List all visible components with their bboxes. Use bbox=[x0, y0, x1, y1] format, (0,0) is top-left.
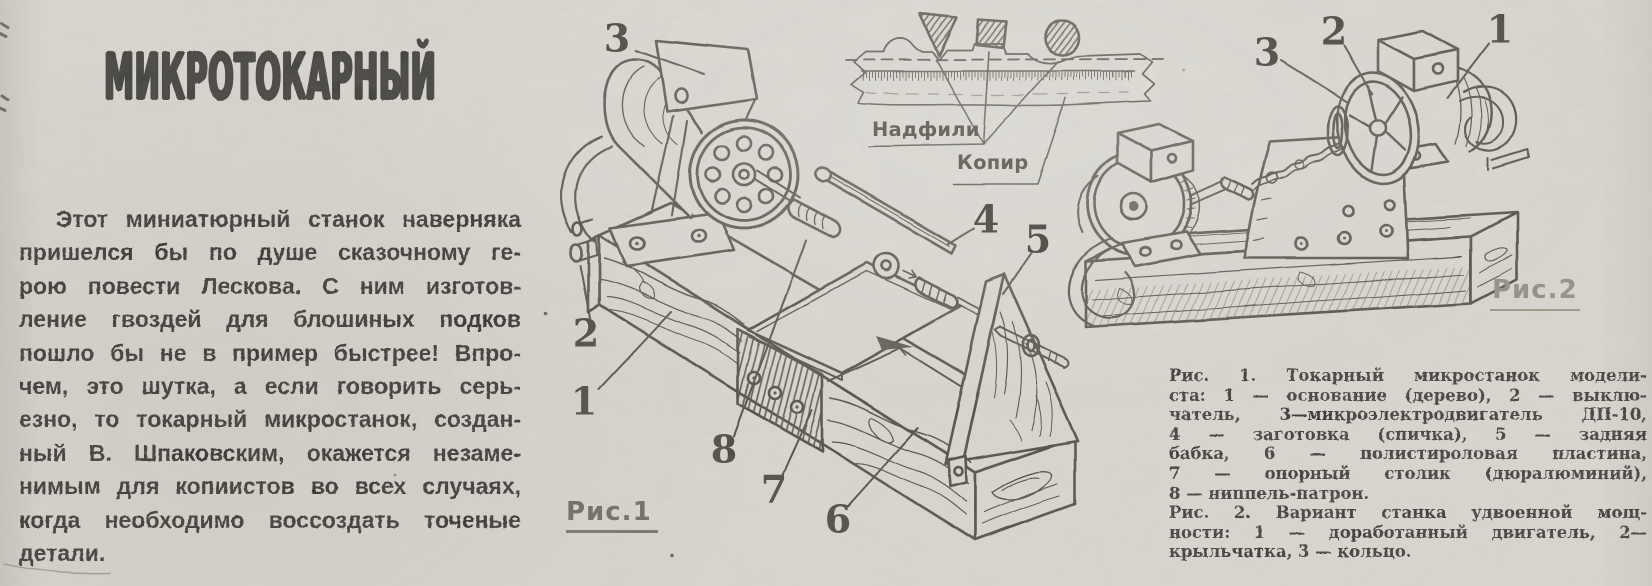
fig1-callout-1: 1 bbox=[570, 378, 598, 424]
fig2-callout-2: 2 bbox=[1320, 8, 1348, 54]
caption-line: ности: 1 — доработанный двигатель, 2— bbox=[1169, 522, 1647, 542]
caption-line: Рис. 2. Вариант станка удвоенной мощ- bbox=[1169, 503, 1647, 523]
fig2-label: Рис.2 bbox=[1490, 275, 1580, 311]
caption-line: 4 — заготовка (спичка), 5 — задняя bbox=[1169, 424, 1647, 444]
fig1-callout-5: 5 bbox=[1024, 216, 1052, 262]
fig2-drawing bbox=[1067, 29, 1530, 329]
fig1-callout-6: 6 bbox=[824, 496, 852, 542]
fig1-callout-2: 2 bbox=[572, 310, 600, 356]
caption-line: чатель, 3—микроэлектродвигатель ДП-10, bbox=[1169, 405, 1647, 425]
body-line: пришелся бы по душе сказочному ге- bbox=[19, 239, 521, 266]
article-title: МИКРОТОКАРНЫЙ bbox=[104, 41, 437, 115]
body-line: нимым для копиистов во всех случаях, bbox=[19, 473, 521, 500]
caption-line: 7 — опорный столик (дюралюминий), bbox=[1169, 463, 1647, 483]
body-line: рою повести Лескова. С ним изготов- bbox=[19, 272, 521, 299]
inset-label-files: Надфили bbox=[872, 118, 980, 141]
article-body: Этот миниатюрный станок наверняка пришел… bbox=[19, 203, 521, 570]
body-line: детали. bbox=[19, 539, 106, 566]
body-line: когда необходимо воссоздать точеные bbox=[19, 506, 521, 533]
body-line: езно, то токарный микростанок, создан- bbox=[19, 406, 521, 433]
body-line: чем, это шутка, а если говорить серь- bbox=[19, 372, 521, 399]
caption-line: крыльчатка, 3 — кольцо. bbox=[1169, 542, 1412, 562]
caption-line: ста: 1 — основание (дерево), 2 — выклю- bbox=[1169, 385, 1647, 405]
fig1-callout-8: 8 bbox=[710, 426, 738, 472]
inset-label-copier: Копир bbox=[957, 151, 1029, 174]
body-line: Этот миниатюрный станок наверняка bbox=[56, 206, 521, 232]
body-line: ление гвоздей для блошиных подков bbox=[19, 306, 521, 333]
caption-line: бабка, 6 — полистироловая пластина, bbox=[1169, 444, 1647, 464]
fig1-callout-7: 7 bbox=[760, 466, 788, 512]
fig1-callout-4: 4 bbox=[972, 196, 1000, 242]
body-line: ный В. Шпаковским, окажется незаме- bbox=[19, 439, 521, 466]
article-title-block: МИКРОТОКАРНЫЙ bbox=[104, 46, 808, 110]
fig1-callout-3: 3 bbox=[603, 15, 631, 61]
fig2-callout-3: 3 bbox=[1253, 29, 1281, 75]
caption-line: Рис. 1. Токарный микростанок модели- bbox=[1169, 366, 1647, 385]
caption-line: 8 — ниппель-патрон. bbox=[1169, 483, 1370, 503]
fig1-label: Рис.1 bbox=[566, 497, 658, 533]
figure-caption: Рис. 1. Токарный микростанок модели- ста… bbox=[1169, 366, 1647, 562]
fig2-callout-1: 1 bbox=[1486, 6, 1514, 52]
body-line: пошло бы не в пример быстрее! Впро- bbox=[19, 339, 521, 366]
